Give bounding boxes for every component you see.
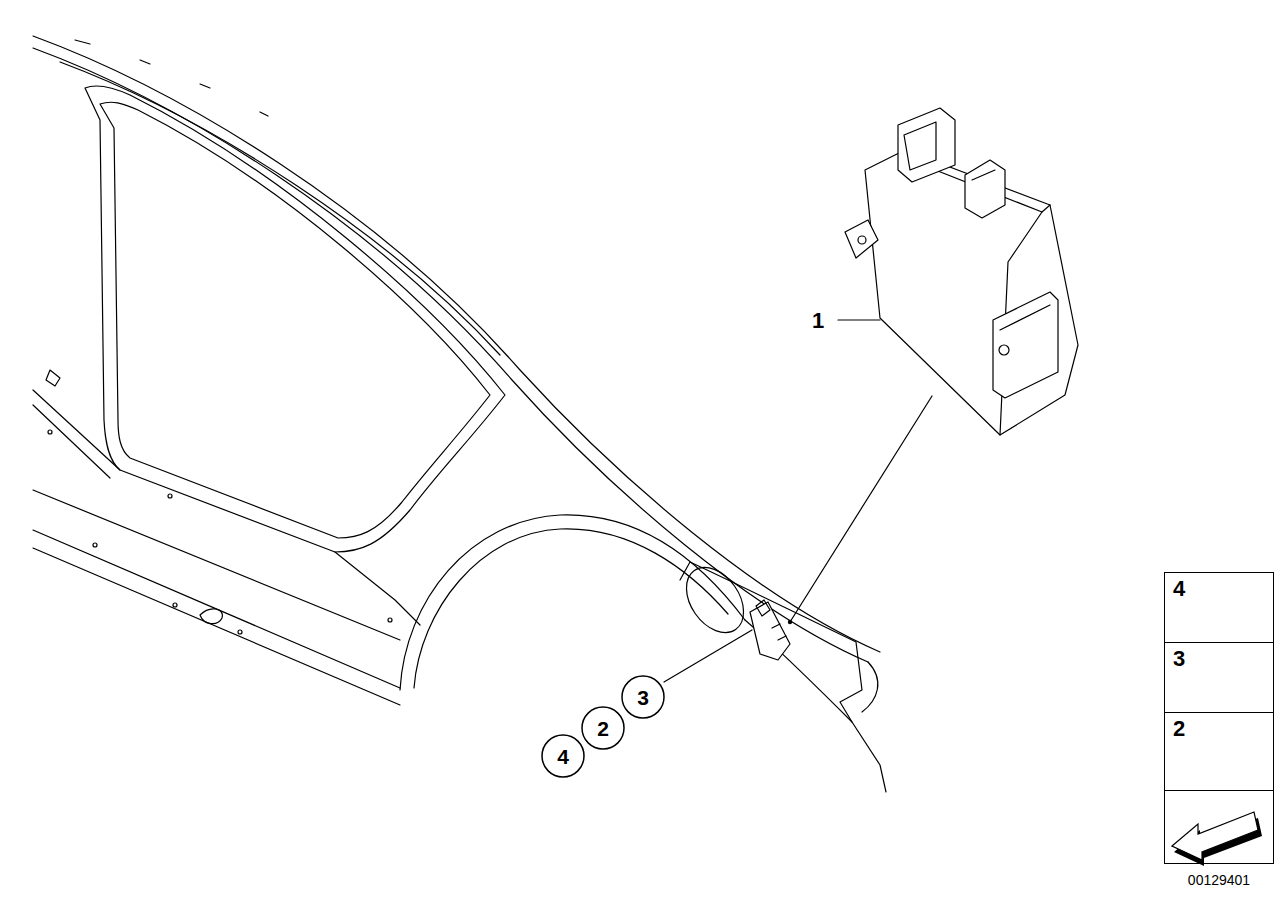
callout-number: 2 (597, 718, 609, 739)
callout-number: 1 (812, 308, 824, 334)
part-cell: 3 (1164, 642, 1274, 713)
part-cell: 2 (1164, 712, 1274, 791)
callout-circle: 2 (581, 706, 625, 750)
part-cell: 4 (1164, 572, 1274, 643)
callout-circle: 3 (621, 675, 665, 719)
callout-number: 3 (1165, 643, 1185, 670)
diagram-number: 00129401 (1164, 872, 1274, 888)
callout-circle: 4 (541, 734, 585, 778)
callout-number: 3 (637, 687, 649, 708)
callout-number: 4 (557, 746, 569, 767)
callout-number: 2 (1165, 713, 1185, 740)
callout-number: 4 (1165, 573, 1185, 600)
